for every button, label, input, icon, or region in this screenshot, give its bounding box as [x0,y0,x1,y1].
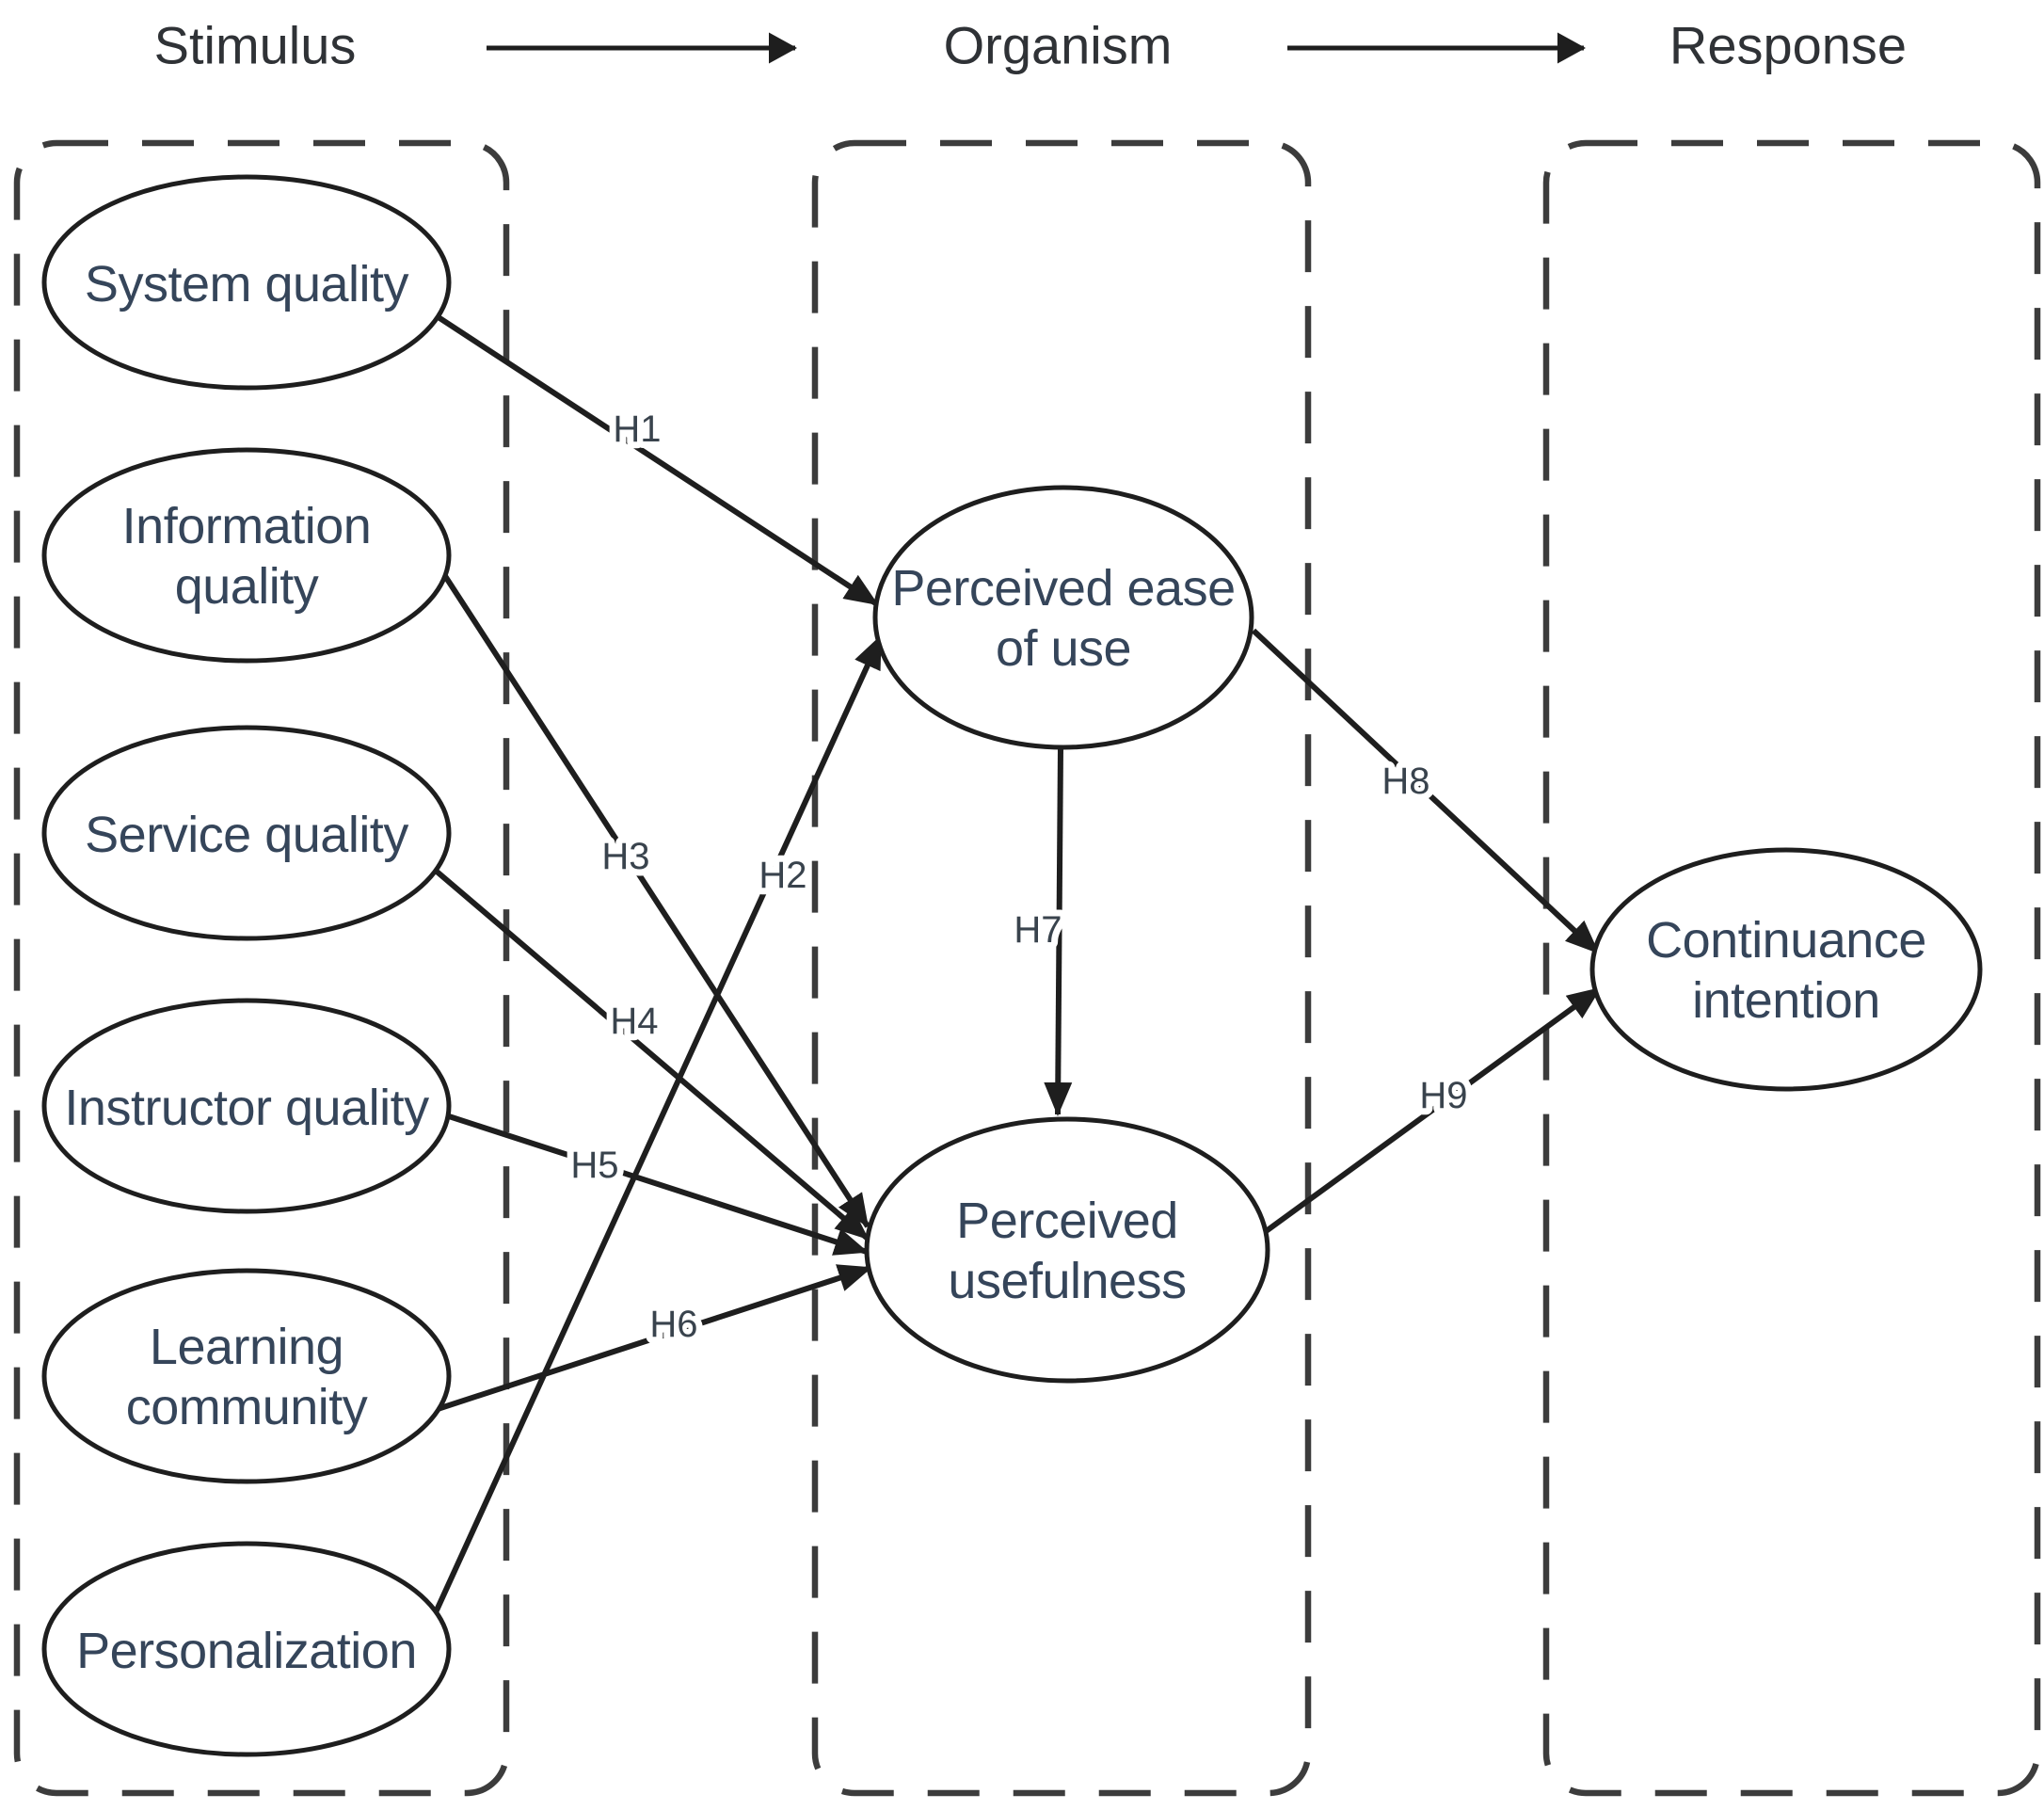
edge-h7-peou-to-pu [1044,747,1073,1116]
node-label-instructor-quality: Instructor quality [64,1080,429,1136]
edge-h6-learning-community-to-pu [437,1264,872,1412]
edge-h5-instructor-quality-to-pu [448,1113,869,1256]
node-perceived-usefulness [864,1116,1270,1384]
edge-h8-peou-to-continuance-intention [1251,628,1601,955]
node-label-ci-line2: intention [1692,972,1880,1029]
header-label-organism: Organism [944,16,1173,75]
node-system-quality [41,174,452,391]
node-perceived-ease-of-use [872,485,1254,750]
edge-label-h4: H4 [610,1001,658,1042]
response-group-box [1542,139,2041,1797]
edge-h2-personalization-to-peou [433,634,884,1614]
node-label-learning-community-line2: community [126,1379,368,1435]
organism-group-box [811,139,1312,1797]
edge-label-h7: H7 [1014,909,1062,951]
node-label-information-quality-line1: Information [122,498,372,554]
header-label-stimulus: Stimulus [154,16,357,75]
node-label-peou-line1: Perceived ease [891,560,1235,617]
node-continuance-intention [1589,847,1983,1092]
node-instructor-quality [41,998,452,1214]
edge-h9-pu-to-continuance-intention [1263,985,1602,1235]
edge-label-h1: H1 [613,408,661,450]
edge-h1-system-quality-to-peou [426,308,879,607]
header-row: Stimulus Organism Response [154,16,1907,75]
header-label-response: Response [1669,16,1907,75]
node-label-peou-line2: of use [996,620,1131,677]
group-boxes [13,139,2041,1797]
node-learning-community [41,1268,452,1484]
edge-label-h5: H5 [570,1145,618,1186]
node-label-learning-community-line1: Learning [150,1319,343,1375]
node-label-personalization: Personalization [76,1623,417,1679]
node-personalization [41,1541,452,1757]
edge-h3-information-quality-to-pu [442,574,870,1228]
node-information-quality [41,447,452,664]
hypothesis-labels: H1 H2 H3 H4 H5 H6 H7 H8 H9 [564,402,1474,1352]
node-label-system-quality: System quality [85,256,409,312]
edge-h4-service-quality-to-pu [434,868,870,1241]
node-label-pu-line1: Perceived [956,1193,1178,1249]
node-label-ci-line1: Continuance [1646,912,1926,969]
hypothesis-edges [426,308,1602,1614]
edge-label-h3: H3 [601,836,649,877]
edge-label-h8: H8 [1381,761,1429,802]
stimulus-group-box [13,139,510,1797]
edge-label-h2: H2 [759,855,806,896]
construct-nodes: System quality Information quality Servi… [41,174,1983,1757]
node-service-quality [41,725,452,941]
node-label-pu-line2: usefulness [948,1253,1186,1309]
edge-label-h9: H9 [1419,1075,1467,1116]
node-label-service-quality: Service quality [85,807,408,863]
node-label-information-quality-line2: quality [175,558,319,615]
edge-label-h6: H6 [649,1304,697,1345]
